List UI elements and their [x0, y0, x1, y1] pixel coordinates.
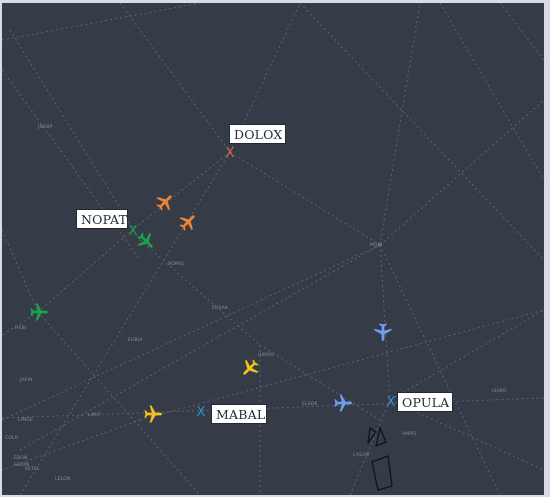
waypoint-label-mabal[interactable]: MABAL: [211, 404, 267, 424]
waypoint-marker-opula[interactable]: X: [386, 395, 396, 410]
airplane-icon[interactable]: [333, 393, 353, 413]
fix-label: EBOMI: [14, 463, 30, 468]
fix-label: COLO: [5, 436, 19, 441]
fix-label: LIMIT: [88, 413, 101, 418]
fix-label: LIMGE: [18, 418, 34, 423]
waypoint-marker-nopat[interactable]: X: [128, 224, 138, 239]
fix-label: EUSAK: [212, 306, 229, 311]
waypoint-label-dolox[interactable]: DOLOX: [229, 124, 286, 144]
fix-label: HEBI: [15, 326, 27, 331]
fix-label: LELON: [55, 477, 71, 482]
waypoint-marker-mabal[interactable]: X: [196, 405, 206, 420]
fix-label: EBON: [14, 456, 28, 461]
airplane-icon[interactable]: [240, 358, 260, 378]
airplane-icon[interactable]: [178, 212, 198, 232]
fix-label: JNRBP: [38, 125, 53, 130]
fix-label: BOMIG: [168, 262, 185, 267]
fix-label: JAPIN: [20, 378, 33, 383]
fix-label: ELSOK: [302, 402, 318, 407]
fix-label: AMPIS: [402, 432, 417, 437]
fix-label: ISUKO: [492, 389, 507, 394]
waypoint-label-nopat[interactable]: NOPAT: [76, 209, 128, 229]
restricted-areas: [367, 425, 393, 491]
fix-label: HIMAG: [258, 353, 275, 358]
fix-label: LASAN: [353, 453, 370, 458]
fix-label: EUBIA: [128, 338, 143, 343]
waypoint-marker-dolox[interactable]: X: [225, 146, 235, 161]
fix-label: KETEL: [25, 467, 40, 472]
waypoint-label-opula[interactable]: OPULA: [397, 392, 453, 412]
airplane-icon[interactable]: [29, 302, 49, 322]
map-background: [2, 3, 544, 495]
airplane-icon[interactable]: [136, 231, 156, 251]
fix-label: MUBI: [370, 243, 383, 248]
airplane-icon[interactable]: [143, 404, 163, 424]
airplane-icon[interactable]: [373, 322, 393, 342]
airplane-icon[interactable]: [155, 192, 175, 212]
